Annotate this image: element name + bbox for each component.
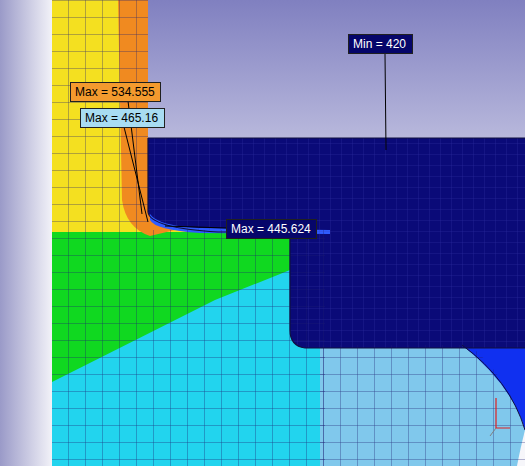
value-text: Max = 445.624	[231, 222, 311, 236]
value-text: Min = 420	[353, 37, 406, 51]
value-text: Max = 534.555	[75, 85, 155, 99]
max-callout: Max = 534.555	[70, 82, 161, 102]
max-callout: Max = 445.624	[226, 219, 317, 239]
max-callout: Max = 465.16	[80, 108, 165, 128]
min-callout: Min = 420	[348, 34, 413, 54]
value-text: Max = 465.16	[85, 111, 158, 125]
